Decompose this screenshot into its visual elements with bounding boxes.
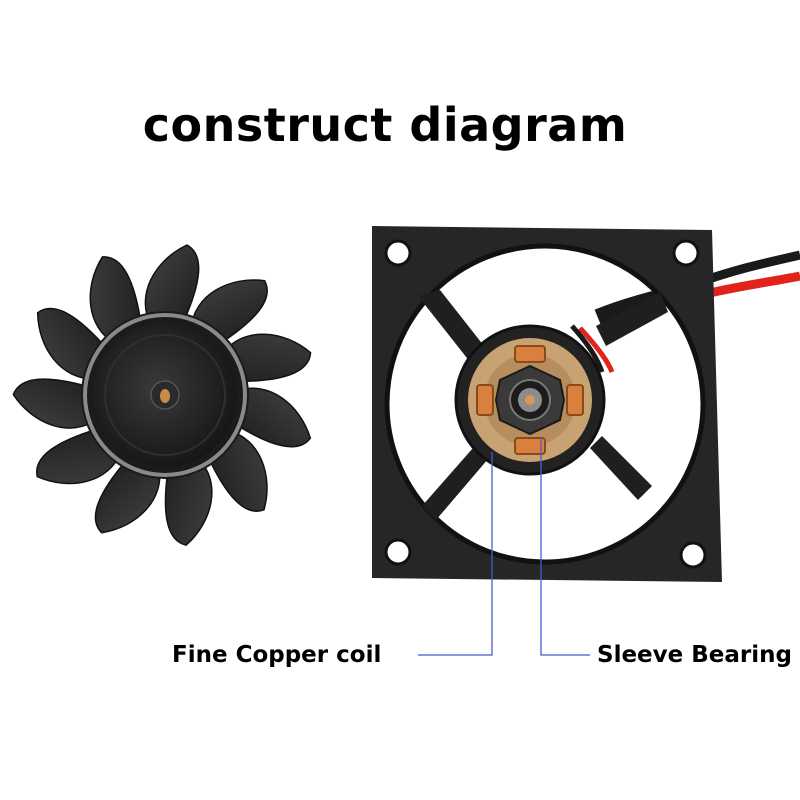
sleeve-bearing (509, 379, 551, 421)
label-fine-copper-coil: Fine Copper coil (172, 642, 382, 668)
leader-lines (418, 438, 590, 656)
diagram-title: construct diagram (142, 98, 628, 152)
fan-blade (12, 378, 99, 429)
fan-blade (144, 244, 200, 326)
label-sleeve-bearing: Sleeve Bearing (597, 642, 792, 668)
fan-blade (232, 387, 312, 448)
fan-rotor-icon (12, 244, 312, 546)
fan-blade (94, 458, 161, 534)
fan-blade (164, 457, 213, 546)
copper-coil-windings (476, 345, 584, 455)
fan-frame-icon (372, 226, 722, 582)
